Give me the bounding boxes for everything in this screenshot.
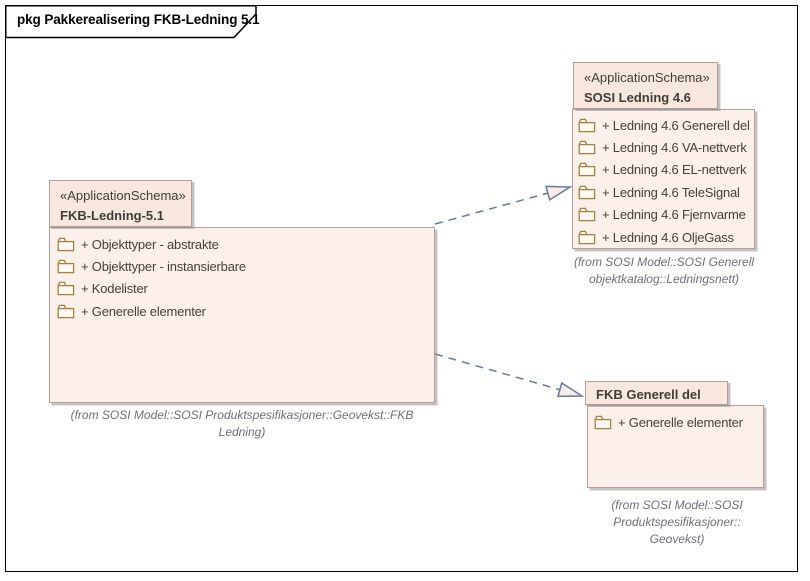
- item-label: + Generelle elementer: [81, 303, 206, 319]
- package-item[interactable]: + Ledning 4.6 Generell del: [578, 114, 750, 136]
- item-label: + Ledning 4.6 VA-nettverk: [602, 140, 747, 156]
- package-caption: (from SOSI Model::SOSI Produktspesifikas…: [611, 498, 743, 546]
- package-item[interactable]: + Ledning 4.6 OljeGass: [578, 226, 750, 248]
- package-fkb-ledning-body[interactable]: [49, 227, 435, 403]
- folder-icon: [57, 304, 75, 319]
- item-label: + Ledning 4.6 TeleSignal: [602, 184, 740, 200]
- package-sosi-ledning-body[interactable]: [572, 109, 755, 249]
- item-label: + Kodelister: [81, 281, 148, 297]
- item-label: + Ledning 4.6 OljeGass: [602, 229, 734, 245]
- package-caption: (from SOSI Model::SOSI Generell objektka…: [573, 255, 755, 286]
- package-item[interactable]: + Kodelister: [57, 278, 246, 300]
- package-fkb-generell-del-body[interactable]: [587, 405, 764, 488]
- package-stereotype: «ApplicationSchema»: [60, 188, 186, 203]
- folder-icon: [594, 415, 612, 429]
- package-sosi-ledning-tab[interactable]: «ApplicationSchema» SOSI Ledning 4.6: [573, 62, 718, 109]
- frame-title: pkg Pakkerealisering FKB-Ledning 5.1: [17, 12, 260, 27]
- package-name: FKB Generell del: [596, 387, 701, 402]
- package-item[interactable]: + Ledning 4.6 Fjernvarme: [578, 204, 750, 226]
- item-label: + Objekttyper - instansierbare: [81, 259, 246, 275]
- package-item[interactable]: + Generelle elementer: [594, 411, 743, 433]
- item-label: + Ledning 4.6 EL-nettverk: [602, 162, 747, 178]
- folder-icon: [57, 282, 75, 296]
- item-label: + Ledning 4.6 Fjernvarme: [602, 207, 746, 223]
- package-fkb-generell-del-tab[interactable]: FKB Generell del: [585, 381, 728, 405]
- item-label: + Objekttyper - abstrakte: [81, 236, 219, 252]
- item-label: + Generelle elementer: [618, 414, 743, 430]
- folder-icon: [578, 185, 596, 200]
- package-item[interactable]: + Ledning 4.6 VA-nettverk: [578, 136, 750, 158]
- folder-icon: [57, 237, 75, 251]
- package-name: FKB-Ledning-5.1: [60, 208, 164, 223]
- package-item[interactable]: + Generelle elementer: [57, 300, 246, 322]
- package-item[interactable]: + Ledning 4.6 TeleSignal: [578, 181, 750, 203]
- folder-icon: [578, 163, 596, 177]
- package-stereotype: «ApplicationSchema»: [584, 70, 710, 85]
- diagram-frame: [5, 5, 798, 572]
- package-item[interactable]: + Objekttyper - abstrakte: [57, 233, 246, 255]
- package-caption: (from SOSI Model::SOSI Produktspesifikas…: [70, 408, 414, 439]
- package-item[interactable]: + Objekttyper - instansierbare: [57, 255, 246, 277]
- frame-title-tab: [5, 5, 257, 39]
- package-name: SOSI Ledning 4.6: [584, 90, 691, 105]
- item-label: + Ledning 4.6 Generell del: [602, 117, 750, 133]
- folder-icon: [57, 259, 75, 274]
- folder-icon: [578, 207, 596, 222]
- folder-icon: [578, 230, 596, 244]
- package-item[interactable]: + Ledning 4.6 EL-nettverk: [578, 159, 750, 181]
- folder-icon: [578, 140, 596, 155]
- package-fkb-ledning-tab[interactable]: «ApplicationSchema» FKB-Ledning-5.1: [49, 180, 192, 227]
- folder-icon: [578, 118, 596, 132]
